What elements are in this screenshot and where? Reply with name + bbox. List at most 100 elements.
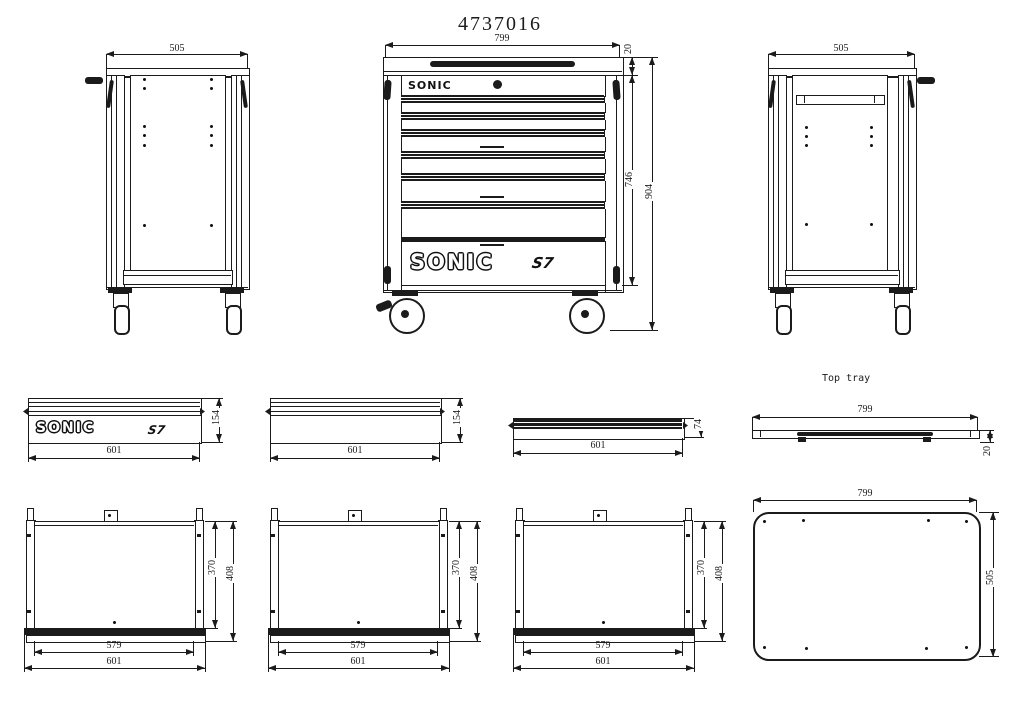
tray-foot xyxy=(798,437,806,442)
cap-line xyxy=(383,71,622,72)
dim-ext xyxy=(619,45,620,57)
s7-logo: S7 xyxy=(146,423,167,437)
dim-ext xyxy=(205,521,237,522)
corner-bumper xyxy=(613,266,620,284)
dim-label-box-inner-width: 579 xyxy=(106,640,122,651)
rail-line xyxy=(270,411,440,412)
dim-label-drawer-height: 154 xyxy=(211,408,222,427)
sonic-logo: SONIC xyxy=(410,250,494,274)
dim-ext xyxy=(385,45,386,57)
dim-ext xyxy=(205,641,237,642)
dim-ext xyxy=(752,417,753,430)
divider-band xyxy=(401,237,604,241)
rail-mark xyxy=(441,610,445,613)
dim-label-front-width: 799 xyxy=(494,33,510,44)
caster-hub xyxy=(581,310,589,318)
tray-foot xyxy=(923,437,931,442)
dim-ext xyxy=(441,398,463,399)
dim-line xyxy=(278,649,438,655)
sonic-logo: SONIC xyxy=(408,79,452,92)
rail-line xyxy=(903,75,904,288)
dim-label-box-inner-depth: 370 xyxy=(207,558,218,577)
dim-label-box-outer-depth: 408 xyxy=(714,564,725,583)
dim-label-tray-width: 799 xyxy=(857,404,873,415)
dim-ext xyxy=(694,628,707,629)
front-view: 799 SONIC SONIC S7 xyxy=(375,30,680,340)
caster-wheel xyxy=(226,305,242,335)
drawer-front-plain: 154 601 xyxy=(260,390,485,475)
tray-pan-top: 799 505 xyxy=(735,480,1018,690)
pan-hole xyxy=(925,647,928,650)
rail-mark xyxy=(686,610,690,613)
dim-label-box-outer-depth: 408 xyxy=(225,564,236,583)
drawer-box-top-2: 370 408 579 601 xyxy=(262,500,497,680)
rail-line xyxy=(116,75,117,288)
handle-bar xyxy=(917,77,935,84)
end-tab xyxy=(440,408,445,415)
mounting-hole xyxy=(805,126,808,129)
drawer-handle-strip xyxy=(401,129,604,137)
latch-mark xyxy=(480,196,504,198)
dim-ext xyxy=(205,635,206,672)
dim-line xyxy=(24,665,205,671)
box-top-line xyxy=(523,525,683,526)
dim-line xyxy=(768,51,915,57)
dim-line xyxy=(753,497,977,503)
drawer-box-top-3: 370 408 579 601 xyxy=(507,500,742,680)
cabinet-top-cap xyxy=(383,57,624,77)
s7-logo: S7 xyxy=(530,254,555,272)
dim-ext xyxy=(523,641,524,656)
tray-end-line xyxy=(970,430,971,437)
dim-label-tray-height: 20 xyxy=(982,444,993,458)
dim-line xyxy=(513,665,694,671)
dim-ext xyxy=(610,330,658,331)
dim-label-front-body: 746 xyxy=(624,170,635,189)
corner-bumper xyxy=(383,79,392,101)
dim-ext xyxy=(976,500,977,512)
rail-mark xyxy=(27,534,31,537)
dim-label-front-lid: 20 xyxy=(623,42,634,56)
dim-ext xyxy=(622,285,638,286)
dim-ext xyxy=(441,442,463,443)
box-inner xyxy=(34,521,196,630)
rail-mark xyxy=(686,534,690,537)
sonic-logo: SONIC xyxy=(36,420,96,436)
dim-ext xyxy=(437,641,438,656)
dim-label-box-outer-depth: 408 xyxy=(469,564,480,583)
handle-bar xyxy=(85,77,103,84)
mounting-hole xyxy=(210,224,213,227)
dim-ext xyxy=(28,442,29,462)
box-hole xyxy=(357,621,360,624)
dim-ext xyxy=(977,417,978,430)
drawer-box-top-1: 370 408 579 601 xyxy=(18,500,253,680)
drawer-face xyxy=(28,415,202,444)
dim-ext xyxy=(682,438,683,457)
mounting-hole xyxy=(210,125,213,128)
end-tab xyxy=(265,408,270,415)
side-view-right: 505 xyxy=(755,44,945,344)
rail-line xyxy=(111,75,112,288)
bracket-line xyxy=(804,95,805,103)
rail-line xyxy=(28,402,200,403)
mounting-hole xyxy=(210,134,213,137)
dim-ext xyxy=(684,437,704,438)
caster-plate xyxy=(889,288,913,293)
box-hole xyxy=(602,621,605,624)
cross-line xyxy=(123,275,231,276)
rail-mark xyxy=(516,534,520,537)
mounting-hole xyxy=(870,135,873,138)
dim-label-pan-width: 799 xyxy=(857,488,873,499)
dim-ext xyxy=(247,54,248,68)
dim-line xyxy=(523,649,683,655)
dim-ext xyxy=(199,442,200,462)
mounting-hole xyxy=(143,134,146,137)
drawer-front-branded: SONIC S7 154 601 xyxy=(20,390,245,475)
mounting-hole xyxy=(143,87,146,90)
top-tray-profile: Top tray 799 20 xyxy=(740,372,1015,462)
dim-label-shallow-width: 601 xyxy=(590,440,606,451)
caster-wheel xyxy=(776,305,792,335)
dim-ext xyxy=(268,635,269,672)
dim-ext xyxy=(682,641,683,656)
mounting-hole xyxy=(143,224,146,227)
dim-label-pan-depth: 505 xyxy=(985,568,996,587)
